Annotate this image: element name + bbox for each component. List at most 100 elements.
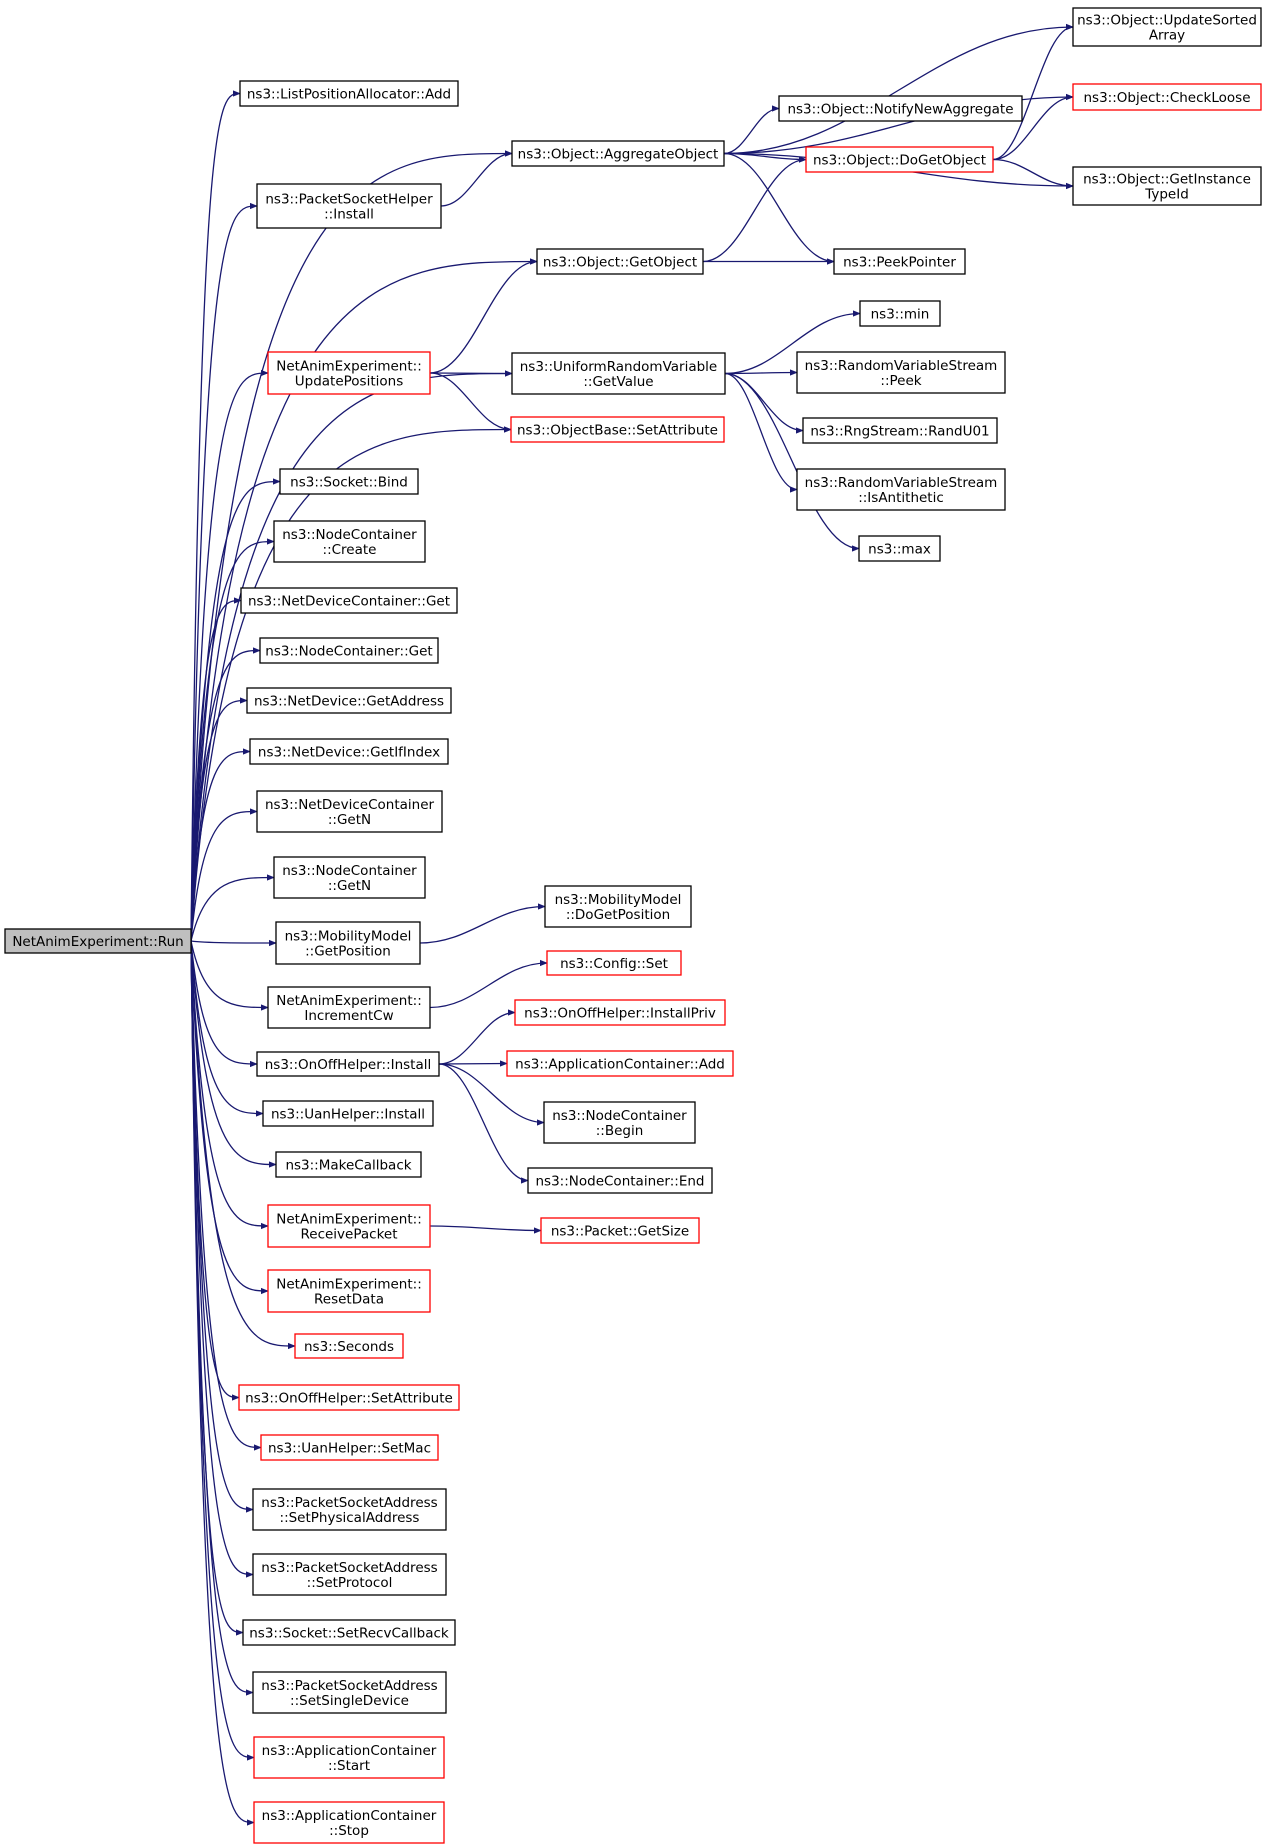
node-ndc-get[interactable]: ns3::NetDeviceContainer::Get xyxy=(240,587,458,614)
node-nd-getif[interactable]: ns3::NetDevice::GetIfIndex xyxy=(249,738,449,765)
node-psh-install[interactable]: ns3::PacketSocketHelper::Install xyxy=(256,183,442,229)
node-obj-aggregate[interactable]: ns3::Object::AggregateObject xyxy=(511,140,725,167)
node-rvs-isanti[interactable]: ns3::RandomVariableStream::IsAntithetic xyxy=(796,468,1006,511)
node-label: ::GetN xyxy=(328,878,371,894)
node-ac-stop[interactable]: ns3::ApplicationContainer::Stop xyxy=(253,1801,445,1844)
node-uan-setmac[interactable]: ns3::UanHelper::SetMac xyxy=(260,1434,439,1461)
node-label: NetAnimExperiment:: xyxy=(276,1277,422,1293)
node-label: ResetData xyxy=(314,1292,384,1308)
node-nae-inc[interactable]: NetAnimExperiment::IncrementCw xyxy=(267,986,431,1029)
node-obj-checkloose[interactable]: ns3::Object::CheckLoose xyxy=(1072,83,1262,111)
node-label: ns3::RandomVariableStream xyxy=(805,475,998,491)
node-ac-add[interactable]: ns3::ApplicationContainer::Add xyxy=(506,1050,734,1077)
node-ob-setattr[interactable]: ns3::ObjectBase::SetAttribute xyxy=(510,416,725,443)
node-box xyxy=(259,637,439,664)
node-onoff-setattr[interactable]: ns3::OnOffHelper::SetAttribute xyxy=(238,1384,460,1411)
node-label: ::SetProtocol xyxy=(307,1575,393,1591)
node-min[interactable]: ns3::min xyxy=(859,300,941,327)
edge-run-to-nae_recv xyxy=(190,940,269,1230)
node-nae-reset[interactable]: NetAnimExperiment::ResetData xyxy=(267,1269,431,1313)
edge-run-to-nae_update xyxy=(190,369,269,942)
node-rng-randu01[interactable]: ns3::RngStream::RandU01 xyxy=(802,417,998,444)
node-label: ns3::ListPositionAllocator::Add xyxy=(247,87,451,103)
edge-obj_dogetobject-to-obj_getinstance xyxy=(992,158,1074,190)
node-box xyxy=(510,416,725,443)
node-nc-create[interactable]: ns3::NodeContainer::Create xyxy=(273,520,426,563)
node-box xyxy=(252,1553,447,1596)
edge-urv_getvalue-to-min xyxy=(724,310,861,375)
node-nc-get[interactable]: ns3::NodeContainer::Get xyxy=(259,637,439,664)
node-seconds[interactable]: ns3::Seconds xyxy=(294,1333,404,1359)
node-obj-notify[interactable]: ns3::Object::NotifyNewAggregate xyxy=(778,95,1023,122)
node-box xyxy=(540,1217,700,1244)
node-rvs-peek[interactable]: ns3::RandomVariableStream::Peek xyxy=(796,351,1006,394)
edge-run-to-psa_setphys xyxy=(190,940,254,1513)
node-box xyxy=(778,95,1023,122)
node-max[interactable]: ns3::max xyxy=(858,535,941,562)
node-ndc-getn[interactable]: ns3::NetDeviceContainer::GetN xyxy=(256,790,443,833)
node-label: ns3::MobilityModel xyxy=(555,892,682,908)
node-mm-dogetpos[interactable]: ns3::MobilityModel::DoGetPosition xyxy=(544,885,692,928)
call-nodes: NetAnimExperiment::Run ns3::ListPositionA… xyxy=(4,7,1262,1844)
edge-nae_inc-to-config_set xyxy=(429,959,548,1009)
node-nc-begin[interactable]: ns3::NodeContainer::Begin xyxy=(543,1101,696,1144)
node-box xyxy=(273,520,426,563)
node-box xyxy=(294,1333,404,1359)
edge-run-to-seconds xyxy=(190,940,296,1350)
node-label: Array xyxy=(1149,28,1185,44)
node-label: ns3::Packet::GetSize xyxy=(551,1224,689,1240)
node-label: ::Start xyxy=(328,1758,370,1774)
node-sock-setrecv[interactable]: ns3::Socket::SetRecvCallback xyxy=(242,1619,456,1646)
node-onoff-install[interactable]: ns3::OnOffHelper::Install xyxy=(256,1051,440,1077)
edge-run-to-nae_inc xyxy=(190,940,269,1011)
node-box xyxy=(805,146,994,173)
node-peekpointer[interactable]: ns3::PeekPointer xyxy=(833,248,966,275)
node-box xyxy=(267,986,431,1029)
node-box xyxy=(279,468,419,495)
node-nae-update[interactable]: NetAnimExperiment::UpdatePositions xyxy=(267,351,431,395)
node-lpa-add[interactable]: ns3::ListPositionAllocator::Add xyxy=(239,80,459,107)
node-uan-install[interactable]: ns3::UanHelper::Install xyxy=(262,1100,434,1127)
node-obj-getobject[interactable]: ns3::Object::GetObject xyxy=(536,248,704,275)
node-label: ::IsAntithetic xyxy=(858,490,944,506)
edge-onoff_install-to-onoff_installpriv xyxy=(438,1009,516,1065)
node-box xyxy=(796,468,1006,511)
node-nd-getaddr[interactable]: ns3::NetDevice::GetAddress xyxy=(246,687,452,714)
edge-run-to-lpa_add xyxy=(190,90,241,942)
edge-obj_aggregate-to-obj_notify xyxy=(723,105,780,155)
node-psa-setproto[interactable]: ns3::PacketSocketAddress::SetProtocol xyxy=(252,1553,447,1596)
node-nc-end[interactable]: ns3::NodeContainer::End xyxy=(527,1167,713,1194)
node-label: ns3::MobilityModel xyxy=(285,929,412,945)
node-nae-recv[interactable]: NetAnimExperiment::ReceivePacket xyxy=(267,1204,431,1248)
node-label: NetAnimExperiment:: xyxy=(276,1212,422,1228)
node-obj-dogetobject[interactable]: ns3::Object::DoGetObject xyxy=(805,146,994,173)
node-nc-getn[interactable]: ns3::NodeContainer::GetN xyxy=(273,856,426,899)
node-urv-getvalue[interactable]: ns3::UniformRandomVariable::GetValue xyxy=(511,352,726,395)
node-ac-start[interactable]: ns3::ApplicationContainer::Start xyxy=(253,1736,445,1779)
node-psa-setsingle[interactable]: ns3::PacketSocketAddress::SetSingleDevic… xyxy=(252,1671,447,1714)
node-label: ns3::NetDeviceContainer::Get xyxy=(248,594,450,610)
edge-run-to-psa_setproto xyxy=(190,940,254,1578)
node-label: ns3::Object::GetObject xyxy=(543,255,697,271)
node-pkt-getsize[interactable]: ns3::Packet::GetSize xyxy=(540,1217,700,1244)
node-onoff-installpriv[interactable]: ns3::OnOffHelper::InstallPriv xyxy=(514,999,726,1026)
edge-run-to-mm_getpos xyxy=(190,939,277,947)
edge-run-to-ndc_get xyxy=(190,597,242,942)
node-run[interactable]: NetAnimExperiment::Run xyxy=(4,928,192,954)
node-box xyxy=(4,928,192,954)
node-config-set[interactable]: ns3::Config::Set xyxy=(546,950,682,976)
node-mm-getpos[interactable]: ns3::MobilityModel::GetPosition xyxy=(275,921,421,965)
node-make-cb[interactable]: ns3::MakeCallback xyxy=(275,1151,422,1178)
node-label: ns3::OnOffHelper::Install xyxy=(265,1057,432,1073)
node-label: ns3::RandomVariableStream xyxy=(805,358,998,374)
node-box xyxy=(260,1434,439,1461)
node-psa-setphys[interactable]: ns3::PacketSocketAddress::SetPhysicalAdd… xyxy=(252,1488,447,1531)
node-label: ns3::Object::DoGetObject xyxy=(813,153,986,169)
node-label: ns3::NodeContainer xyxy=(282,863,417,879)
edge-urv_getvalue-to-max xyxy=(724,372,860,552)
node-sock-bind[interactable]: ns3::Socket::Bind xyxy=(279,468,419,495)
edge-run-to-uan_setmac xyxy=(190,940,262,1451)
